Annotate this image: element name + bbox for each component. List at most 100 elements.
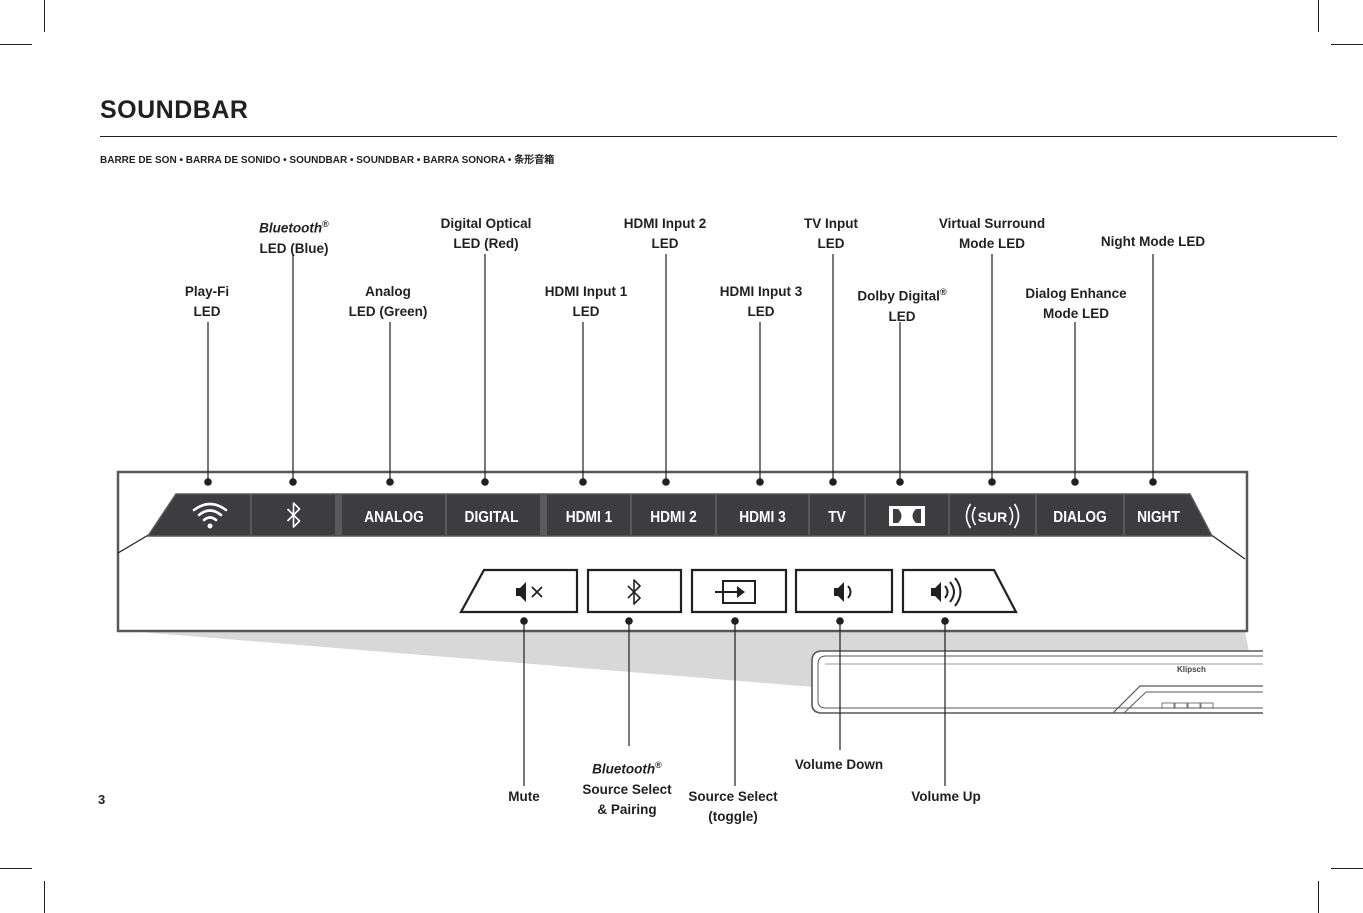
label-line: Bluetooth® — [592, 760, 662, 777]
volume-down-icon — [834, 582, 852, 602]
led-segment-dialog: DIALOG — [1053, 508, 1106, 526]
leader-dot — [625, 617, 633, 625]
leader-dot — [579, 478, 587, 486]
crop-mark — [0, 44, 32, 45]
led-separator — [445, 495, 447, 535]
label-line: LED — [888, 308, 916, 324]
led-text-surround: SUR — [978, 509, 1008, 525]
led-segment-hdmi2: HDMI 2 — [650, 508, 697, 526]
label-line: LED — [651, 236, 679, 251]
source-button[interactable] — [690, 568, 788, 614]
source-input-icon — [715, 580, 756, 604]
leader-dot — [829, 478, 837, 486]
bluetooth-icon — [286, 502, 301, 528]
label-line: Analog — [365, 284, 411, 299]
led-separator — [335, 495, 341, 535]
led-text-night: NIGHT — [1137, 508, 1180, 526]
led-separator — [715, 495, 717, 535]
label-line: Dolby Digital® — [857, 287, 947, 304]
led-text-hdmi1: HDMI 1 — [566, 508, 613, 526]
bt-source-button[interactable] — [586, 568, 683, 614]
led-separator — [545, 495, 547, 535]
led-text-hdmi3: HDMI 3 — [739, 508, 786, 526]
led-segment-dolby — [889, 506, 925, 526]
soundbar-illustration: Klipsch — [811, 650, 1263, 714]
led-separator — [250, 495, 252, 535]
led-text-analog: ANALOG — [364, 508, 424, 526]
label-vol-up: Volume Up — [911, 787, 981, 807]
label-line: Mode LED — [958, 236, 1025, 251]
crop-mark — [1318, 881, 1319, 913]
bluetooth-icon — [627, 579, 641, 605]
led-segment-digital: DIGITAL — [465, 508, 519, 526]
crop-mark — [44, 0, 45, 32]
label-source: Source Select(toggle) — [688, 787, 777, 827]
led-segment-hdmi1: HDMI 1 — [566, 508, 613, 526]
led-text-hdmi2: HDMI 2 — [650, 508, 697, 526]
label-line: LED (Red) — [453, 236, 519, 251]
led-segment-tv: TV — [828, 508, 846, 526]
leader-dot — [1149, 478, 1157, 486]
crop-mark — [1331, 44, 1363, 45]
led-segment-bluetooth — [286, 502, 301, 528]
title-rule — [100, 136, 1337, 137]
label-hdmi1: HDMI Input 1 LED — [545, 282, 628, 322]
label-line: Night Mode LED — [1100, 234, 1206, 249]
label-bluetooth: Bluetooth®LED (Blue) — [259, 214, 329, 259]
label-line: & Pairing — [597, 801, 657, 817]
label-line: Volume Up — [911, 789, 981, 804]
page-number: 3 — [98, 792, 106, 807]
dolby-icon — [889, 506, 925, 526]
mute-icon — [516, 582, 543, 602]
led-separator — [948, 495, 950, 535]
volume-up-icon — [931, 577, 962, 607]
led-text-dialog: DIALOG — [1053, 508, 1106, 526]
label-line: HDMI Input 3 — [719, 284, 803, 299]
leader-dot — [836, 617, 844, 625]
label-line: LED (Blue) — [259, 240, 329, 256]
leader-dot — [756, 478, 764, 486]
vol-up-button[interactable] — [901, 568, 1018, 614]
crop-mark — [0, 868, 32, 869]
crop-mark — [1331, 868, 1363, 869]
led-separator — [1123, 495, 1125, 535]
led-segment-surround: SUR — [965, 503, 1020, 529]
leader-dot — [520, 617, 528, 625]
vol-down-button[interactable] — [794, 568, 894, 614]
label-line: Source Select — [688, 789, 778, 804]
leader-dot — [731, 617, 739, 625]
label-vol-down: Volume Down — [795, 755, 883, 775]
led-segments: ANALOG DIGITAL HDMI 1 HDMI 2 HDMI 3 TV SUR DIAL… — [192, 495, 1180, 535]
leader-dot — [896, 478, 904, 486]
label-line: LED — [572, 304, 600, 319]
led-segment-night: NIGHT — [1137, 508, 1180, 526]
leader-dot — [204, 478, 212, 486]
wifi-icon — [192, 502, 228, 529]
led-strip — [146, 493, 1214, 537]
label-hdmi3: HDMI Input 3 LED — [720, 282, 803, 322]
label-line: Virtual Surround — [938, 216, 1046, 231]
page-title: SOUNDBAR — [100, 96, 249, 124]
label-line: Volume Down — [794, 757, 884, 772]
label-line: LED — [747, 304, 775, 319]
leader-dot — [481, 478, 489, 486]
label-line: Mode LED — [1043, 306, 1109, 321]
leader-dot — [662, 478, 670, 486]
label-line: Play-Fi — [184, 284, 230, 299]
label-dolby: Dolby Digital® LED — [857, 282, 946, 327]
label-line: Mute — [508, 789, 540, 804]
led-text-tv: TV — [828, 508, 846, 526]
label-line: HDMI Input 1 — [544, 284, 628, 299]
label-line: Dialog Enhance — [1025, 286, 1127, 301]
button-row — [459, 568, 1018, 614]
label-line: LED — [817, 236, 845, 251]
mute-button[interactable] — [459, 568, 579, 614]
led-separator — [1035, 495, 1037, 535]
led-segment-hdmi3: HDMI 3 — [739, 508, 786, 526]
label-line: LED (Green) — [348, 304, 428, 319]
